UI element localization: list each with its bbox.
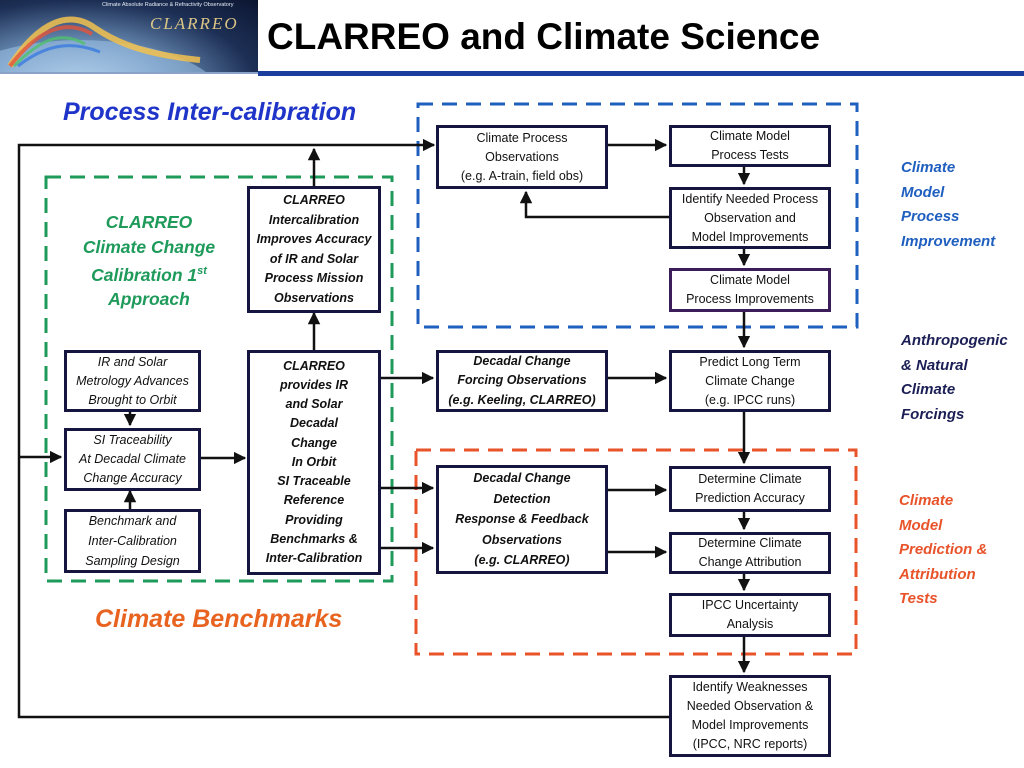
identify-needed-improvements-box: Identify Needed Process Observation and … [669, 187, 831, 249]
ir-solar-metrology-box: IR and Solar Metrology Advances Brought … [64, 350, 201, 412]
process-region [416, 102, 859, 329]
title-divider [258, 71, 1024, 76]
decadal-change-detection-box: Decadal Change Detection Response & Feed… [436, 465, 608, 574]
climate-benchmarks-title: Climate Benchmarks [95, 605, 343, 633]
climate-model-process-improvements-box: Climate Model Process Improvements [669, 268, 831, 312]
arrow-identify-to-obs [519, 190, 670, 219]
process-intercalibration-title: Process Inter-calibration [63, 98, 357, 126]
calibration-approach-text: CLARREO Climate Change Calibration 1st A… [82, 212, 216, 310]
calibration-approach-label: CLARREO Climate Change Calibration 1st A… [60, 210, 238, 312]
clarreo-provides-reference-box: CLARREO provides IR and Solar Decadal Ch… [247, 350, 381, 575]
decadal-change-forcing-box: Decadal Change Forcing Observations (e.g… [436, 350, 608, 412]
benchmarks-region [44, 175, 394, 583]
earth-spectrum-graphic [0, 16, 206, 72]
side-label-process: Climate Model Process Improvement [901, 159, 996, 250]
feedback-loop-line [17, 138, 669, 719]
clarreo-logo: Climate Absolute Radiance & Refractivity… [0, 0, 258, 72]
determine-change-attribution-box: Determine Climate Change Attribution [669, 532, 831, 574]
determine-prediction-accuracy-box: Determine Climate Prediction Accuracy [669, 466, 831, 512]
logo-caption: Climate Absolute Radiance & Refractivity… [102, 2, 234, 8]
logo-divider [0, 72, 258, 74]
side-label-prediction: Climate Model Prediction & Attribution T… [899, 492, 988, 607]
climate-process-observations-box: Climate Process Observations (e.g. A-tra… [436, 125, 608, 189]
benchmark-sampling-design-box: Benchmark and Inter-Calibration Sampling… [64, 509, 201, 573]
ipcc-uncertainty-box: IPCC Uncertainty Analysis [669, 593, 831, 637]
logo-wordmark: CLARREO [150, 14, 239, 33]
clarreo-intercalibration-box: CLARREO Intercalibration Improves Accura… [247, 186, 381, 313]
prediction-region [414, 448, 858, 656]
climate-model-process-tests-box: Climate Model Process Tests [669, 125, 831, 167]
predict-long-term-box: Predict Long Term Climate Change (e.g. I… [669, 350, 831, 412]
page-title: CLARREO and Climate Science [267, 16, 821, 57]
identify-weaknesses-box: Identify Weaknesses Needed Observation &… [669, 675, 831, 757]
side-label-forcings: Anthropogenic & Natural Climate Forcings [901, 332, 1008, 423]
si-traceability-box: SI Traceability At Decadal Climate Chang… [64, 428, 201, 491]
